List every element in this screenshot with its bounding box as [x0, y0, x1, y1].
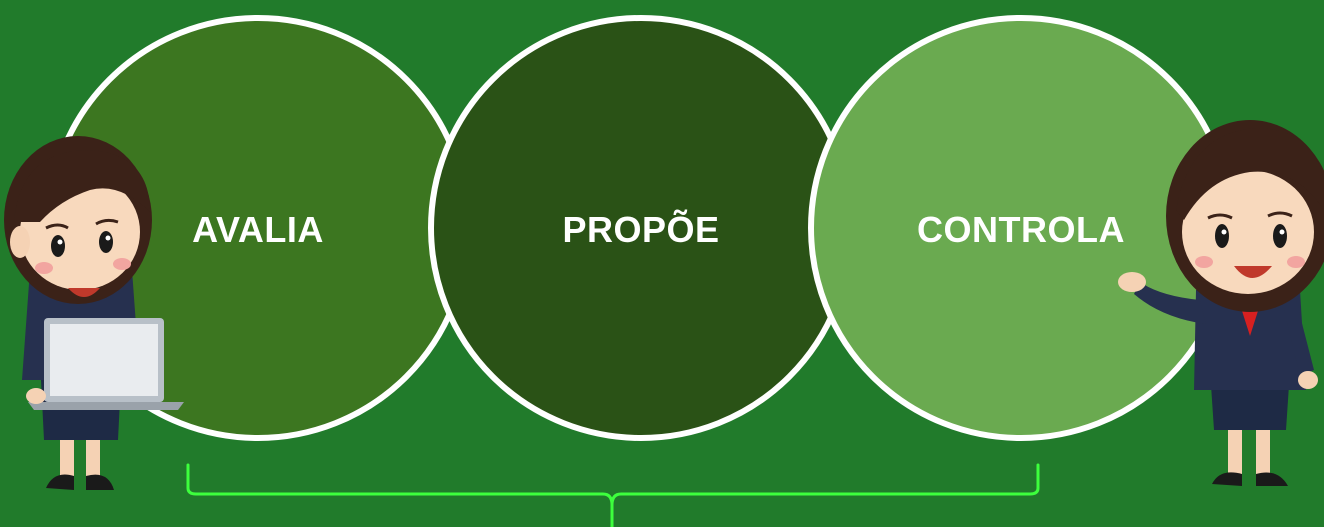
grouping-brace — [186, 463, 1040, 527]
woman-laptop-icon — [4, 136, 184, 490]
woman-presenting-icon — [1118, 120, 1324, 486]
circle-label-controla: CONTROLA — [917, 209, 1125, 250]
circle-label-propoe: PROPÕE — [562, 209, 720, 250]
circle-label-avalia: AVALIA — [192, 209, 324, 250]
